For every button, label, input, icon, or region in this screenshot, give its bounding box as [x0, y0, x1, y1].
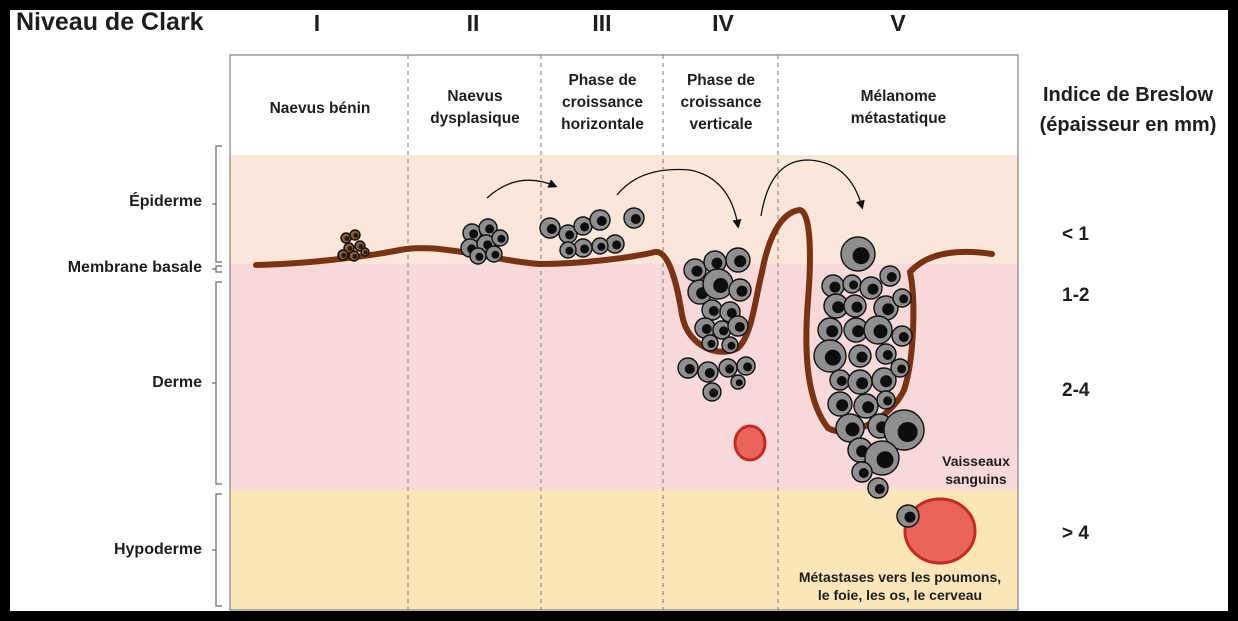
column-label-horizontal-growth: Phase de croissance horizontale: [542, 70, 663, 136]
melanocyte-cell: [828, 392, 852, 416]
column-label-metastatic-melanoma: Mélanome métastatique: [779, 86, 1018, 130]
melanocyte-cell: [848, 370, 872, 394]
column-label-dysplastic-nevus: Naevus dysplasique: [409, 86, 541, 130]
melanocyte-cell: [592, 238, 608, 254]
melanocyte-cell: [891, 359, 909, 377]
melanocyte-cell: [590, 210, 610, 230]
nevus-cell: [361, 248, 369, 256]
clark-level-1: I: [287, 10, 347, 37]
melanocyte-cell: [852, 462, 872, 482]
melanocyte-cell: [492, 230, 508, 246]
melanocyte-cell: [844, 295, 866, 317]
melanocyte-cell: [486, 246, 502, 262]
layer-brackets: [212, 146, 222, 606]
breslow-value-2: 1-2: [1062, 285, 1089, 307]
melanocyte-cell: [719, 359, 737, 377]
clark-level-5: V: [868, 10, 928, 37]
melanocyte-cell: [877, 391, 895, 409]
melanocyte-cell: [703, 383, 721, 401]
blood-vessels-label: Vaisseaux sanguins: [930, 452, 1022, 488]
layer-label-epidermis: Épiderme: [129, 193, 202, 211]
melanocyte-cell: [702, 300, 722, 320]
melanocyte-cell: [684, 259, 706, 281]
melanocyte-cell: [574, 239, 592, 257]
layer-label-dermis: Derme: [152, 374, 202, 392]
melanocyte-cell: [728, 316, 748, 336]
breslow-value-3: 2-4: [1062, 380, 1089, 402]
column-label-benign-nevus: Naevus bénin: [232, 98, 408, 120]
melanocyte-cell: [698, 362, 718, 382]
melanocyte-cell: [726, 248, 750, 272]
nevus-cell: [338, 250, 348, 260]
breslow-header: Indice de Breslow (épaisseur en mm): [1024, 80, 1232, 140]
melanocyte-cell: [818, 318, 842, 342]
melanocyte-cell: [830, 370, 850, 390]
melanocyte-cell: [880, 266, 900, 286]
clark-level-3: III: [572, 10, 632, 37]
melanocyte-cell: [864, 316, 892, 344]
small-vessel: [735, 426, 765, 460]
breslow-value-1: < 1: [1062, 224, 1089, 246]
melanocyte-cell: [892, 326, 912, 346]
melanocyte-cell: [876, 344, 896, 364]
melanocyte-cell: [702, 335, 718, 351]
melanocyte-cell: [729, 279, 751, 301]
column-label-vertical-growth: Phase de croissance verticale: [664, 70, 778, 136]
melanocyte-cell: [606, 235, 624, 253]
melanocyte-cell: [737, 357, 755, 375]
melanocyte-cell: [860, 277, 882, 299]
breslow-value-4: > 4: [1062, 523, 1089, 545]
melanocyte-cell: [678, 358, 698, 378]
melanocyte-cell: [814, 340, 846, 372]
melanocyte-cell: [849, 345, 871, 367]
melanocyte-cell: [854, 394, 878, 418]
layer-label-basement-membrane: Membrane basale: [68, 259, 202, 277]
layer-label-hypodermis: Hypoderme: [114, 541, 202, 559]
clark-level-4: IV: [693, 10, 753, 37]
clark-level-2: II: [443, 10, 503, 37]
nevus-cell: [349, 251, 359, 261]
melanocyte-cell: [560, 242, 576, 258]
melanocyte-cell: [722, 337, 738, 353]
nevus-cell: [350, 230, 360, 240]
metastases-label: Métastases vers les poumons, le foie, le…: [772, 568, 1028, 604]
melanocyte-cell: [731, 375, 745, 389]
clark-level-title: Niveau de Clark: [16, 8, 204, 37]
melanocyte-cell: [540, 218, 560, 238]
melanocyte-cell: [574, 217, 592, 235]
melanocyte-cell: [868, 478, 888, 498]
melanocyte-cell: [897, 505, 919, 527]
melanocyte-cell: [843, 275, 861, 293]
melanocyte-cell: [703, 269, 733, 299]
melanocyte-cell: [624, 208, 644, 228]
melanocyte-cell: [893, 289, 911, 307]
melanocyte-cell: [470, 248, 486, 264]
melanocyte-cell: [841, 237, 875, 271]
